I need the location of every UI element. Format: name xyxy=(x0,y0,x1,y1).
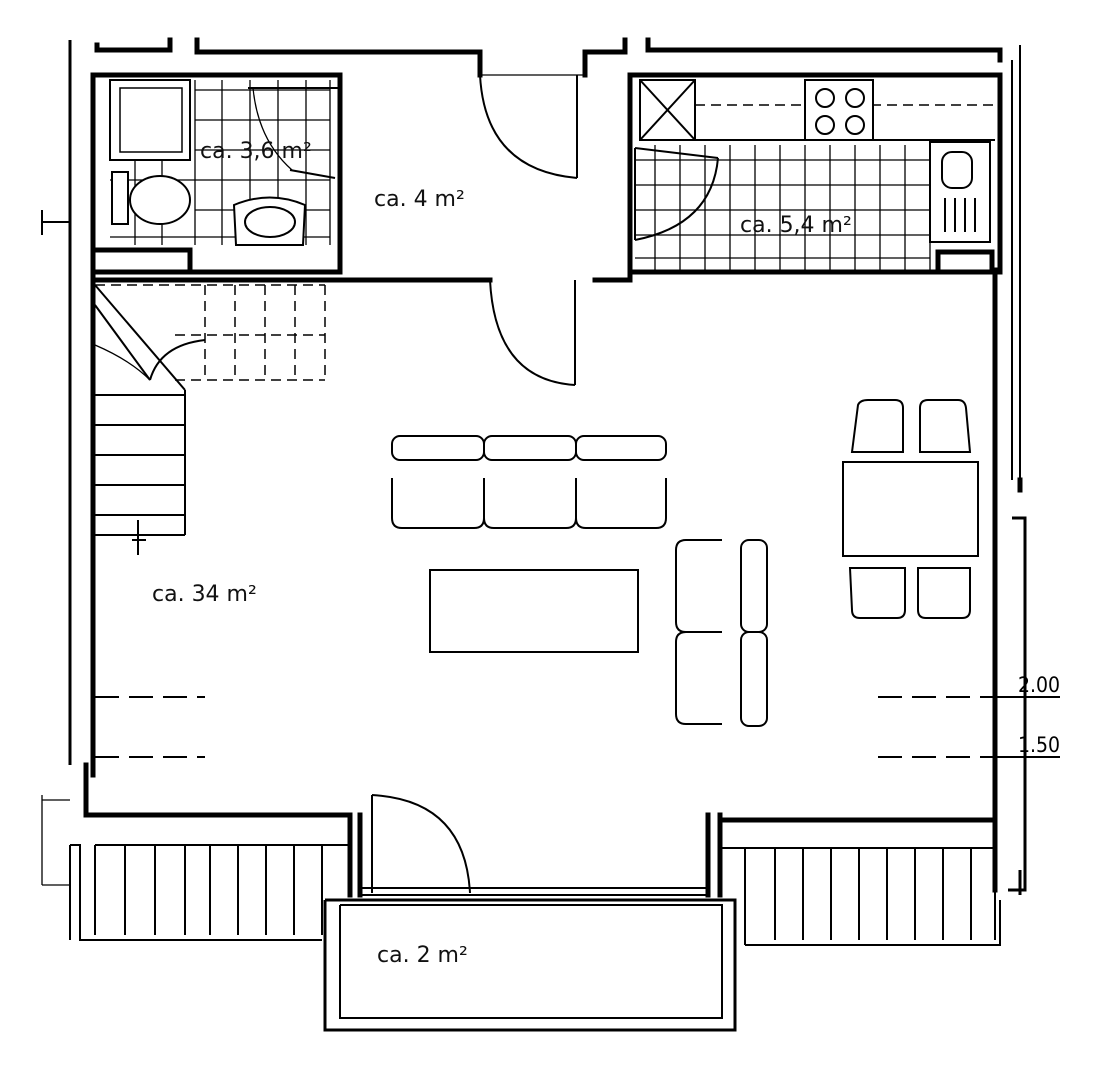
living-door xyxy=(489,279,576,386)
bathroom-fixtures: ca. 3,6 m² xyxy=(109,79,340,246)
living-area: ca. 34 m² xyxy=(152,582,257,607)
coffee-table xyxy=(429,569,639,653)
bathroom-area: ca. 3,6 m² xyxy=(200,139,312,164)
left-railing xyxy=(69,820,351,941)
balcony-area: ca. 2 m² xyxy=(377,943,468,968)
hallway-door xyxy=(479,74,578,179)
right-railing xyxy=(722,847,1001,946)
staircase xyxy=(94,284,326,555)
hallway-area: ca. 4 m² xyxy=(374,187,465,212)
kitchen-fixtures: ca. 5,4 m² xyxy=(634,79,995,270)
dimension-upper: 2.00 xyxy=(1018,673,1060,697)
kitchen-area: ca. 5,4 m² xyxy=(740,213,852,238)
roof-slope-lines xyxy=(95,696,1060,758)
sofa-top xyxy=(391,435,667,529)
sofa-right xyxy=(675,539,768,727)
balcony-door xyxy=(371,794,471,894)
exterior-walls xyxy=(41,37,1027,898)
dining-set xyxy=(842,399,979,619)
balcony: ca. 2 m² xyxy=(323,898,737,1032)
dimension-lower: 1.50 xyxy=(1018,733,1060,757)
